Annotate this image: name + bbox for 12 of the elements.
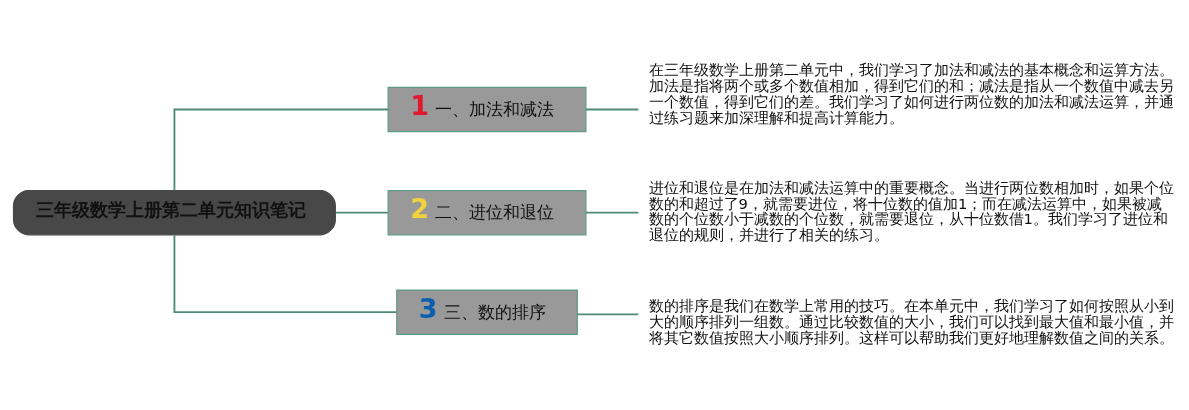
node-text: 数的排序是我们在数学上常用的技巧。在本单元中，我们学习了如何按照从小到大的顺序排列一组数。通过比较数值的大小，我们可以找到最大值和最小值，并将其它数值按照大小顺序排列。这样可以帮助我们更好地理解数值之间的关系。 xyxy=(648,297,1174,346)
connector xyxy=(334,211,389,214)
connector xyxy=(173,108,390,192)
node-text: 进位和退位是在加法和减法运算中的重要概念。当进行两位数相加时，如果个位数的和超过了9，就需要进位，将十位数的值加1；而在减法运算中，如果被减数的个位数小于减数的个位数，就需要退位，从十位数借1。我们学习了进位和退位的规则，并进行了相关的练习。 xyxy=(648,178,1174,244)
connector xyxy=(576,313,640,316)
connector xyxy=(173,234,398,314)
node-text: 在三年级数学上册第二单元中，我们学习了加法和减法的基本概念和运算方法。加法是指将两个或多个数值相加，得到它们的和；减法是指从一个数值中减去另一个数值，得到它们的差。我们学习了如何进行两位数的加法和减法运算，并通过练习题来加深理解和提高计算能力。 xyxy=(648,60,1174,126)
node-box: 1 一、加法和减法 xyxy=(387,86,587,133)
connector xyxy=(585,108,640,111)
connector xyxy=(585,211,640,214)
node-box: 3 三、数的排序 xyxy=(396,289,578,335)
node-box: 2 二、进位和退位 xyxy=(387,189,587,236)
